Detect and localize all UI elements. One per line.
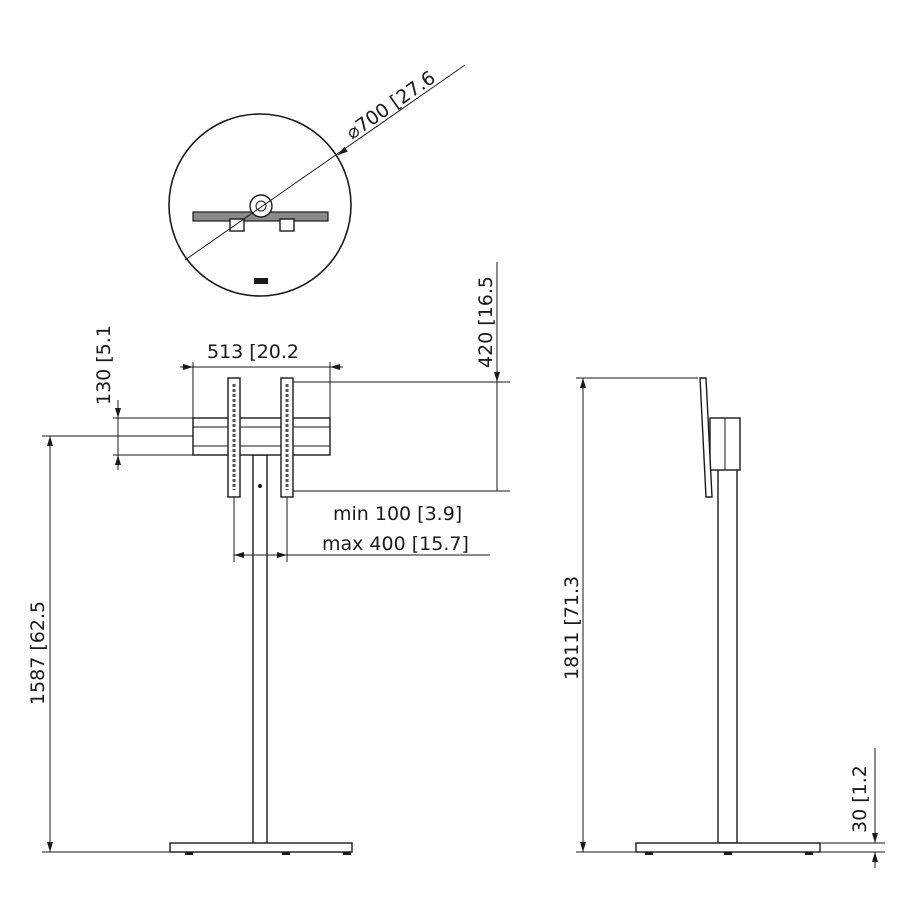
base-side <box>635 842 821 853</box>
offset-label: 130 [5.1 <box>93 325 115 405</box>
base-thickness-label: 30 [1.2 <box>849 765 871 833</box>
pole-top-view <box>249 194 273 218</box>
bracket-clamp-left <box>229 218 245 232</box>
logo-mark <box>254 278 268 284</box>
vesa-max-label: max 400 [15.7] <box>322 533 469 555</box>
rail-front <box>192 417 331 456</box>
top-view: ⌀700 [27.6 <box>168 64 466 297</box>
center-height-label: 1587 [62.5 <box>27 601 49 705</box>
front-view: 513 [20.2 130 [5.1 420 [16.5 min 100 [3.… <box>27 262 510 855</box>
height-label: 420 [16.5 <box>475 276 497 368</box>
width-label: 513 [20.2 <box>207 341 299 363</box>
total-height-label: 1811 [71.3 <box>561 576 583 680</box>
diameter-label: ⌀700 [27.6 <box>342 67 439 144</box>
pole-front <box>252 454 268 846</box>
panel-side <box>699 377 713 498</box>
base-plate-circle <box>168 113 352 297</box>
base-front <box>169 842 353 853</box>
side-view: 1811 [71.3 30 [1.2 <box>561 377 885 868</box>
pole-side <box>717 449 738 844</box>
diameter-line <box>184 64 466 261</box>
vesa-min-label: min 100 [3.9] <box>333 503 462 525</box>
bracket-clamp-right <box>279 218 295 232</box>
